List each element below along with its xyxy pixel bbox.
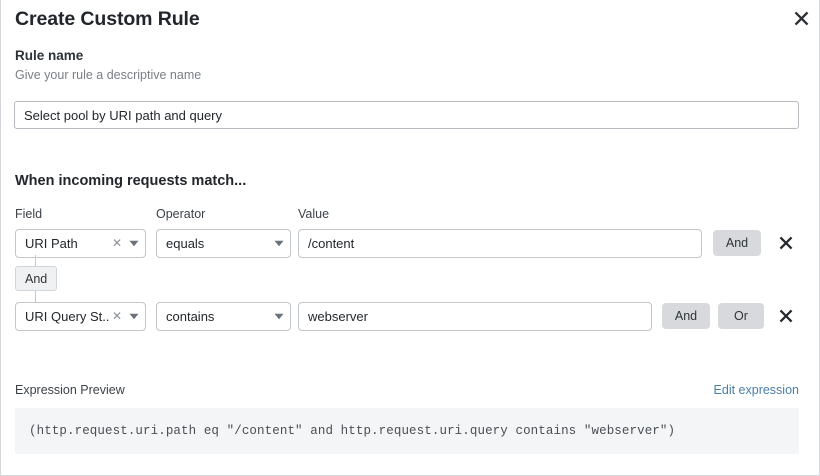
column-header-operator: Operator bbox=[156, 207, 206, 221]
chevron-down-icon[interactable] bbox=[272, 240, 290, 247]
delete-condition-button[interactable] bbox=[776, 302, 796, 330]
or-button[interactable]: Or bbox=[718, 303, 764, 329]
connector-line-bottom bbox=[35, 291, 36, 302]
clear-icon[interactable]: ✕ bbox=[111, 308, 122, 323]
modal-header: Create Custom Rule bbox=[1, 0, 819, 44]
value-input[interactable] bbox=[298, 302, 652, 331]
rule-name-block: Rule name Give your rule a descriptive n… bbox=[1, 48, 819, 129]
conditions-heading: When incoming requests match... bbox=[15, 173, 247, 189]
and-button[interactable]: And bbox=[662, 303, 710, 329]
clear-icon[interactable]: ✕ bbox=[111, 235, 122, 250]
field-select[interactable]: URI Query St... ✕ bbox=[15, 302, 146, 331]
connector-and-badge[interactable]: And bbox=[15, 266, 58, 291]
rule-name-input[interactable] bbox=[14, 101, 799, 129]
condition-row: URI Query St... ✕ contains And Or bbox=[1, 302, 819, 331]
page-title: Create Custom Rule bbox=[15, 8, 200, 30]
delete-condition-button[interactable] bbox=[776, 229, 796, 257]
operator-select[interactable]: contains bbox=[156, 302, 291, 331]
edit-expression-link[interactable]: Edit expression bbox=[713, 383, 799, 397]
chevron-down-icon[interactable] bbox=[127, 313, 145, 320]
column-header-field: Field bbox=[15, 207, 43, 221]
operator-select-value: equals bbox=[166, 236, 205, 251]
field-select-value: URI Path bbox=[25, 236, 78, 251]
close-icon[interactable] bbox=[789, 7, 813, 29]
field-select-value: URI Query St... bbox=[25, 309, 110, 324]
connector-line-top bbox=[35, 255, 36, 266]
value-input[interactable] bbox=[298, 229, 702, 258]
field-select[interactable]: URI Path ✕ bbox=[15, 229, 146, 258]
operator-select[interactable]: equals bbox=[156, 229, 291, 258]
chevron-down-icon[interactable] bbox=[127, 240, 145, 247]
expression-preview-label: Expression Preview bbox=[15, 383, 125, 397]
condition-row: URI Path ✕ equals And bbox=[1, 229, 819, 258]
and-button[interactable]: And bbox=[713, 230, 761, 256]
column-header-value: Value bbox=[298, 207, 330, 221]
operator-select-value: contains bbox=[166, 309, 215, 324]
expression-code: (http.request.uri.path eq "/content" and… bbox=[29, 424, 676, 438]
expression-preview-box: (http.request.uri.path eq "/content" and… bbox=[15, 408, 799, 454]
chevron-down-icon[interactable] bbox=[272, 313, 290, 320]
rule-name-help: Give your rule a descriptive name bbox=[15, 68, 202, 82]
logic-connector: And bbox=[1, 255, 201, 307]
rule-name-label: Rule name bbox=[15, 48, 84, 63]
